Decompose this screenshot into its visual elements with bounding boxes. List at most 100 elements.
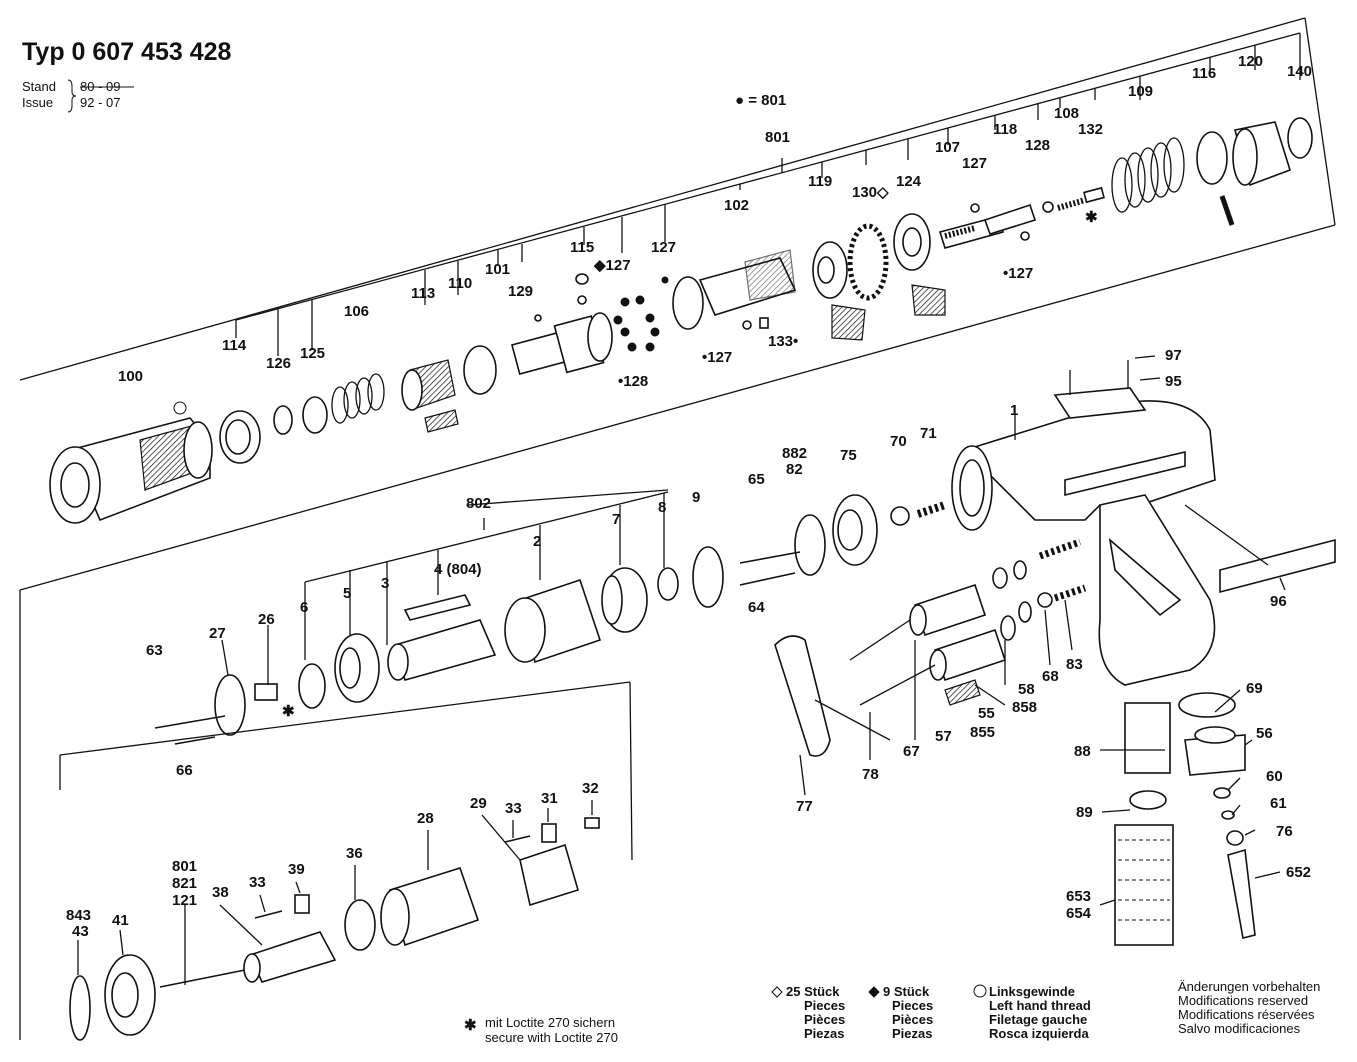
upper-leader-lines xyxy=(235,33,1301,356)
lower-leader-lines xyxy=(77,800,593,985)
part-43-circlip xyxy=(69,975,91,1041)
part-36-bearing xyxy=(344,899,376,951)
footnote-loctite: ✱ mit Loctite 270 sichern secure with Lo… xyxy=(464,1015,618,1045)
part-60-washer xyxy=(1213,787,1231,799)
svg-text:127: 127 xyxy=(651,239,676,256)
part-29-carrier xyxy=(519,843,579,907)
part-57-valve xyxy=(909,583,1007,706)
svg-text:•127: •127 xyxy=(1003,265,1033,282)
part-56-nipple xyxy=(1184,726,1246,776)
svg-text:Modifications réservées: Modifications réservées xyxy=(1178,1007,1315,1022)
svg-text:855: 855 xyxy=(970,724,995,741)
svg-text:88: 88 xyxy=(1074,743,1091,760)
middle-lower-labels: 97 95 1 96 71 70 75 882 82 65 9 64 8 7 8… xyxy=(66,347,1311,940)
svg-text:29: 29 xyxy=(470,795,487,812)
svg-text:75: 75 xyxy=(840,447,857,464)
svg-text:118: 118 xyxy=(993,121,1017,138)
svg-text:96: 96 xyxy=(1270,593,1287,610)
svg-text:115: 115 xyxy=(570,239,594,256)
svg-text:140: 140 xyxy=(1287,63,1312,80)
svg-text:41: 41 xyxy=(112,912,129,929)
issue-value: 92 - 07 xyxy=(80,95,120,110)
svg-text:mit Loctite 270 sichern: mit Loctite 270 sichern xyxy=(485,1015,615,1030)
svg-text:70: 70 xyxy=(890,433,907,450)
svg-text:101: 101 xyxy=(485,261,510,278)
svg-text:57: 57 xyxy=(935,728,952,745)
svg-text:802: 802 xyxy=(466,495,491,512)
part-66-pin xyxy=(174,736,216,745)
svg-text:78: 78 xyxy=(862,766,879,783)
part-128-balls xyxy=(613,295,660,352)
svg-text:3: 3 xyxy=(381,575,389,592)
svg-text:821: 821 xyxy=(172,875,197,892)
part-101-clutch xyxy=(510,312,613,375)
svg-text:107: 107 xyxy=(935,139,960,156)
svg-text:Filetage gauche: Filetage gauche xyxy=(989,1012,1087,1027)
svg-text:67: 67 xyxy=(903,743,920,760)
svg-text:1: 1 xyxy=(1010,402,1018,419)
svg-text:◆127: ◆127 xyxy=(593,257,631,274)
part-68-83-valve-parts xyxy=(992,538,1087,641)
svg-text:114: 114 xyxy=(222,337,247,354)
svg-text:108: 108 xyxy=(1054,105,1079,122)
part-9-plate xyxy=(692,546,724,608)
part-109-spring xyxy=(1111,137,1185,213)
svg-text:43: 43 xyxy=(72,923,89,940)
part-70-71-ball-spring xyxy=(890,501,947,526)
svg-text:secure with Loctite 270: secure with Loctite 270 xyxy=(485,1030,618,1045)
middle-leader-lines xyxy=(221,405,1281,906)
diamond-filled-icon xyxy=(868,986,880,998)
part-132-plug xyxy=(1083,186,1105,204)
svg-text:132: 132 xyxy=(1078,121,1103,138)
lower-frame xyxy=(19,590,633,1040)
loctite-star-icon-3: ✱ xyxy=(464,1017,477,1034)
part-67-rod-2 xyxy=(859,664,936,706)
svg-text:38: 38 xyxy=(212,884,229,901)
part-88-filter xyxy=(1124,702,1171,774)
part-5-endplate xyxy=(334,633,380,703)
svg-text:113: 113 xyxy=(411,285,435,302)
part-115-screw xyxy=(575,273,589,305)
part-120-nut xyxy=(1232,121,1291,187)
part-63-pin xyxy=(154,715,226,729)
svg-text:33: 33 xyxy=(505,800,522,817)
svg-text:36: 36 xyxy=(346,845,363,862)
svg-text:652: 652 xyxy=(1286,864,1311,881)
part-41-bearing xyxy=(104,954,156,1036)
svg-text:110: 110 xyxy=(448,275,472,292)
svg-text:126: 126 xyxy=(266,355,291,372)
part-65-rod xyxy=(739,551,801,564)
part-129-ball xyxy=(534,314,542,322)
document-title: Typ 0 607 453 428 xyxy=(22,38,232,66)
svg-text:Pieces: Pieces xyxy=(892,998,933,1013)
part-26-gear xyxy=(254,683,278,701)
svg-text:55: 55 xyxy=(978,705,995,722)
svg-text:82: 82 xyxy=(786,461,803,478)
svg-text:128: 128 xyxy=(1025,137,1050,154)
svg-text:32: 32 xyxy=(582,780,599,797)
svg-text:39: 39 xyxy=(288,861,305,878)
part-39-gear xyxy=(294,894,310,914)
part-32-screw xyxy=(584,817,600,829)
part-127e-ball xyxy=(1020,231,1030,241)
part-882-o-ring xyxy=(794,514,826,576)
svg-text:66: 66 xyxy=(176,762,193,779)
svg-text:95: 95 xyxy=(1165,373,1182,390)
part-7-endplate xyxy=(601,567,648,633)
svg-text:106: 106 xyxy=(344,303,369,320)
svg-text:5: 5 xyxy=(343,585,351,602)
part-121-pin xyxy=(159,969,246,988)
leader-95 xyxy=(1139,377,1161,381)
upper-labels: 100 114 126 125 106 113 110 101 129 115 … xyxy=(118,53,1312,390)
part-27-plate xyxy=(214,674,246,736)
part-127d-ball xyxy=(970,203,980,213)
svg-text:64: 64 xyxy=(748,599,765,616)
part-67-rod xyxy=(849,619,911,661)
part-110-ring xyxy=(463,345,497,395)
svg-text:60: 60 xyxy=(1266,768,1283,785)
svg-text:77: 77 xyxy=(796,798,813,815)
part-4-vane xyxy=(403,594,472,621)
svg-text:28: 28 xyxy=(417,810,434,827)
svg-text:89: 89 xyxy=(1076,804,1093,821)
svg-text:120: 120 xyxy=(1238,53,1263,70)
